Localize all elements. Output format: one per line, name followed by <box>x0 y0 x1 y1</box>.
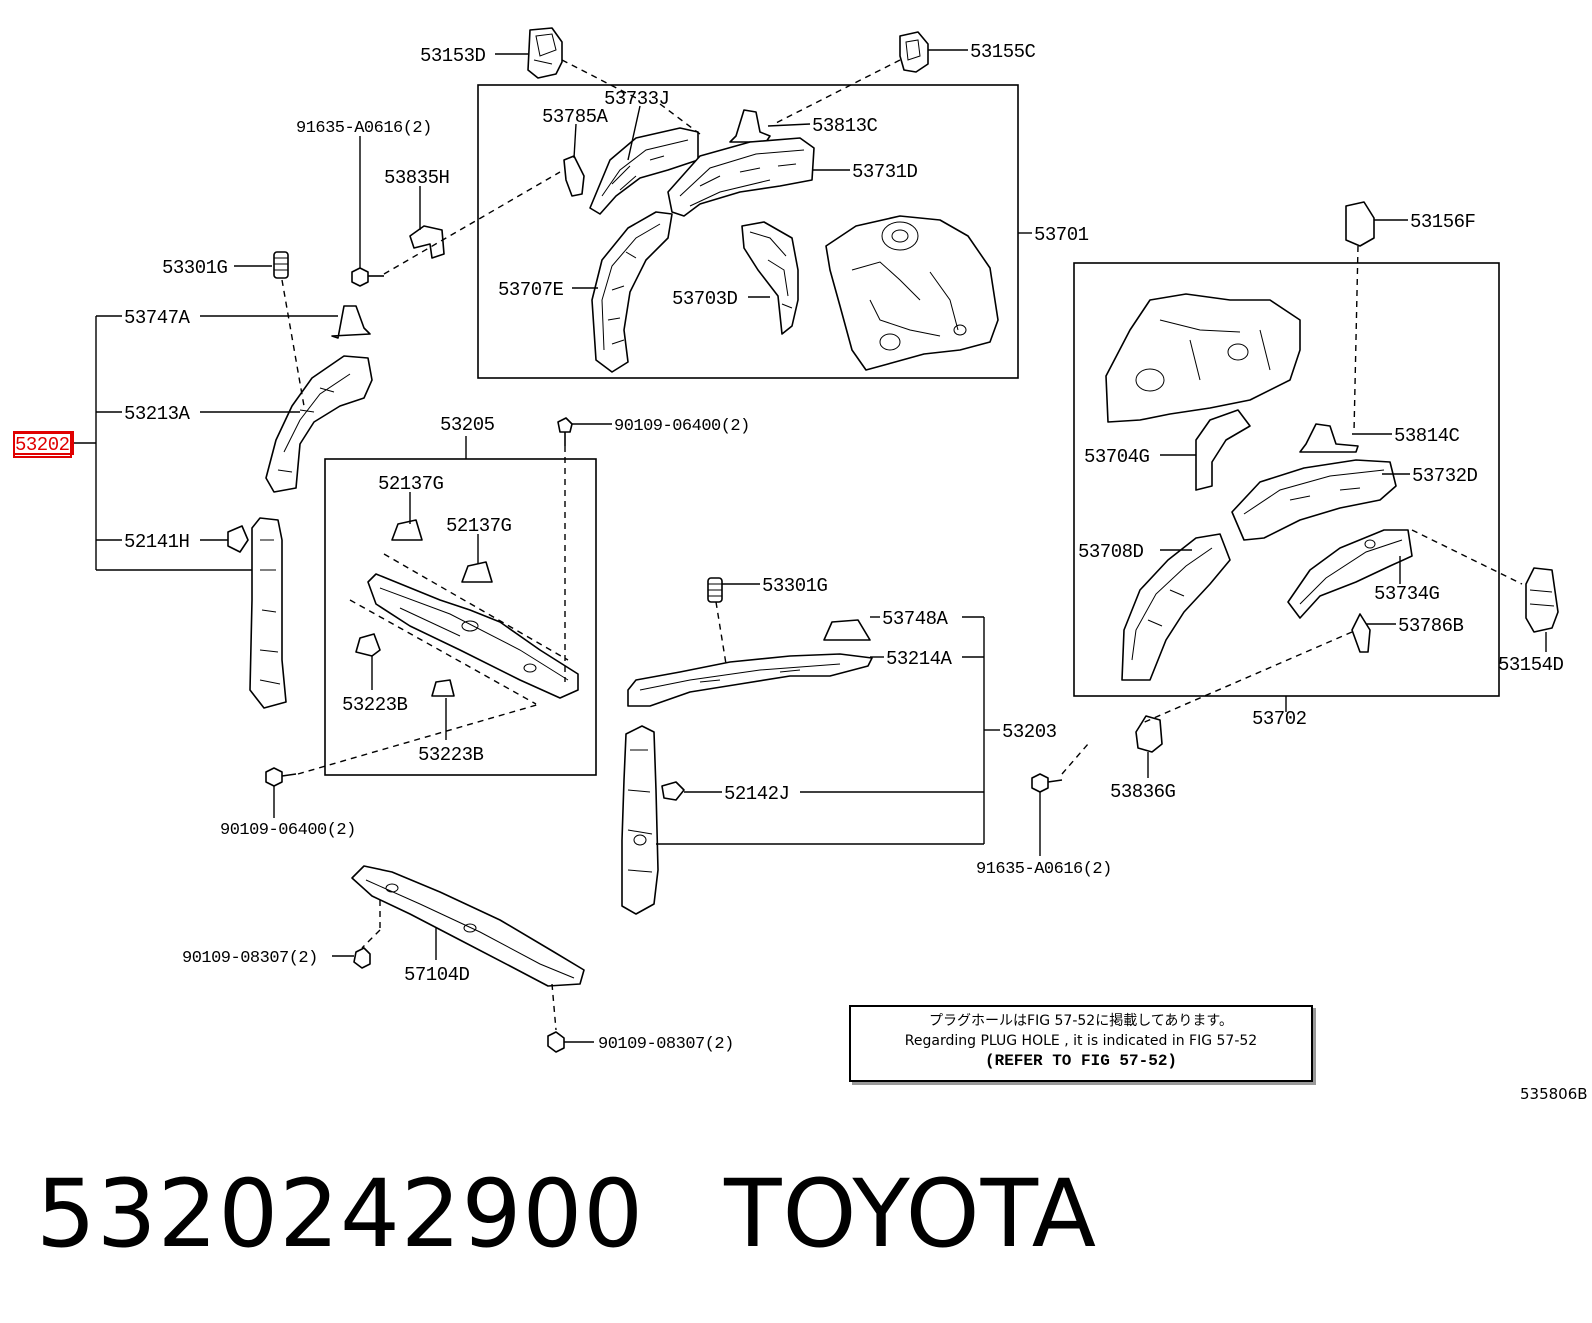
part-52137G-2 <box>461 561 493 583</box>
part-53702-housing <box>1105 293 1301 423</box>
part-53708D <box>1121 533 1231 681</box>
label-53708D[interactable]: 53708D <box>1078 541 1144 563</box>
part-53786B <box>1351 613 1371 653</box>
label-53203[interactable]: 53203 <box>1002 721 1057 743</box>
part-52141H-pillar <box>249 517 287 709</box>
part-53205-crossmember <box>367 573 579 699</box>
diagram-code: 535806B <box>1520 1085 1588 1103</box>
part-labels: 53153D 53155C 53733J 53785A 53813C 53731… <box>13 41 1564 1054</box>
label-53734G[interactable]: 53734G <box>1374 583 1440 605</box>
label-90109-06400-bottom[interactable]: 90109-06400(2) <box>220 821 356 840</box>
part-53785A <box>563 155 585 197</box>
label-53701[interactable]: 53701 <box>1034 224 1089 246</box>
part-53747A <box>331 305 371 339</box>
label-53202-highlighted[interactable]: 53202 <box>15 434 70 456</box>
label-53748A[interactable]: 53748A <box>882 608 949 630</box>
part-53301G-center <box>707 577 723 603</box>
label-53155C[interactable]: 53155C <box>970 41 1036 63</box>
part-53214A <box>627 653 873 707</box>
label-53733J[interactable]: 53733J <box>604 88 670 110</box>
part-53223B-1 <box>355 633 381 657</box>
label-52137G-1[interactable]: 52137G <box>378 473 444 495</box>
label-53836G[interactable]: 53836G <box>1110 781 1176 803</box>
part-53701-housing <box>825 215 999 371</box>
part-90109-08307-bolt-right <box>547 1031 565 1053</box>
label-53704G[interactable]: 53704G <box>1084 446 1150 468</box>
part-53154D <box>1525 567 1559 633</box>
part-53153D <box>527 27 563 79</box>
label-90109-08307-right[interactable]: 90109-08307(2) <box>598 1035 734 1054</box>
label-53707E[interactable]: 53707E <box>498 279 564 301</box>
label-53814C[interactable]: 53814C <box>1394 425 1460 447</box>
note-japanese: プラグホールはFIG 57-52に掲載してあります。 <box>929 1013 1233 1029</box>
part-53704G <box>1195 409 1251 491</box>
part-90109-06400-bolt-top <box>557 417 573 446</box>
note-english: Regarding PLUG HOLE , it is indicated in… <box>904 1033 1258 1049</box>
part-53731D <box>667 137 815 217</box>
label-53835H[interactable]: 53835H <box>384 167 450 189</box>
note-refer-link[interactable]: (REFER TO FIG 57-52) <box>984 1052 1178 1070</box>
label-90109-06400-top[interactable]: 90109-06400(2) <box>614 417 750 436</box>
label-53785A[interactable]: 53785A <box>542 106 609 128</box>
label-53301G-left[interactable]: 53301G <box>162 257 228 279</box>
label-52142J[interactable]: 52142J <box>724 783 790 805</box>
label-57104D[interactable]: 57104D <box>404 964 470 986</box>
label-53214A[interactable]: 53214A <box>886 648 953 670</box>
part-53748A <box>823 619 871 641</box>
part-53734G <box>1287 529 1413 619</box>
leader-lines <box>73 49 1547 1043</box>
label-53153D[interactable]: 53153D <box>420 45 486 67</box>
label-90109-08307-left[interactable]: 90109-08307(2) <box>182 949 318 968</box>
footer-part-number: 5320242900 <box>36 1160 645 1269</box>
footer-title: 5320242900 TOYOTA <box>36 1160 1097 1269</box>
part-53155C <box>899 31 929 73</box>
label-53301G-center[interactable]: 53301G <box>762 575 828 597</box>
part-53223B-2 <box>431 679 455 697</box>
part-53707E <box>591 211 673 373</box>
label-53732D[interactable]: 53732D <box>1412 465 1478 487</box>
label-53702[interactable]: 53702 <box>1252 708 1307 730</box>
part-91635-bolt-right <box>1031 773 1063 793</box>
label-52137G-2[interactable]: 52137G <box>446 515 512 537</box>
label-52141H[interactable]: 52141H <box>124 531 190 553</box>
part-53301G-left <box>273 251 289 279</box>
part-90109-08307-bolt-left <box>353 947 371 969</box>
part-52137G-1 <box>391 519 423 541</box>
part-52142J <box>661 781 685 801</box>
part-53835H <box>409 225 445 259</box>
part-91635-bolt-left <box>351 267 384 287</box>
label-53223B-1[interactable]: 53223B <box>342 694 408 716</box>
part-53813C <box>729 109 771 143</box>
label-53747A[interactable]: 53747A <box>124 307 191 329</box>
part-90109-06400-bolt-bottom <box>265 767 297 787</box>
part-53156F <box>1345 201 1375 247</box>
footer-brand: TOYOTA <box>724 1160 1098 1269</box>
highlight-box-53202 <box>13 431 74 455</box>
group-box-53205 <box>324 458 597 776</box>
label-91635-A0616-bottom[interactable]: 91635-A0616(2) <box>976 860 1112 879</box>
part-53732D <box>1231 459 1397 541</box>
part-53836G <box>1135 715 1163 753</box>
label-53813C[interactable]: 53813C <box>812 115 878 137</box>
part-53814C <box>1299 423 1359 453</box>
label-53223B-2[interactable]: 53223B <box>418 744 484 766</box>
label-53213A[interactable]: 53213A <box>124 403 191 425</box>
label-53703D[interactable]: 53703D <box>672 288 738 310</box>
part-52141H <box>227 525 249 553</box>
part-53703D <box>741 221 799 335</box>
label-53156F[interactable]: 53156F <box>1410 211 1476 233</box>
label-53731D[interactable]: 53731D <box>852 161 918 183</box>
part-52142J-pillar <box>621 725 659 915</box>
label-53205[interactable]: 53205 <box>440 414 495 436</box>
part-53213A <box>265 355 373 493</box>
label-53154D[interactable]: 53154D <box>1498 654 1564 676</box>
part-57104D <box>351 865 585 987</box>
label-91635-A0616-top[interactable]: 91635-A0616(2) <box>296 119 432 138</box>
label-53786B[interactable]: 53786B <box>1398 615 1464 637</box>
plug-hole-note: プラグホールはFIG 57-52に掲載してあります。 Regarding PLU… <box>849 1005 1313 1082</box>
group-box-53701 <box>477 84 1019 379</box>
dashed-guides <box>281 59 1523 1031</box>
